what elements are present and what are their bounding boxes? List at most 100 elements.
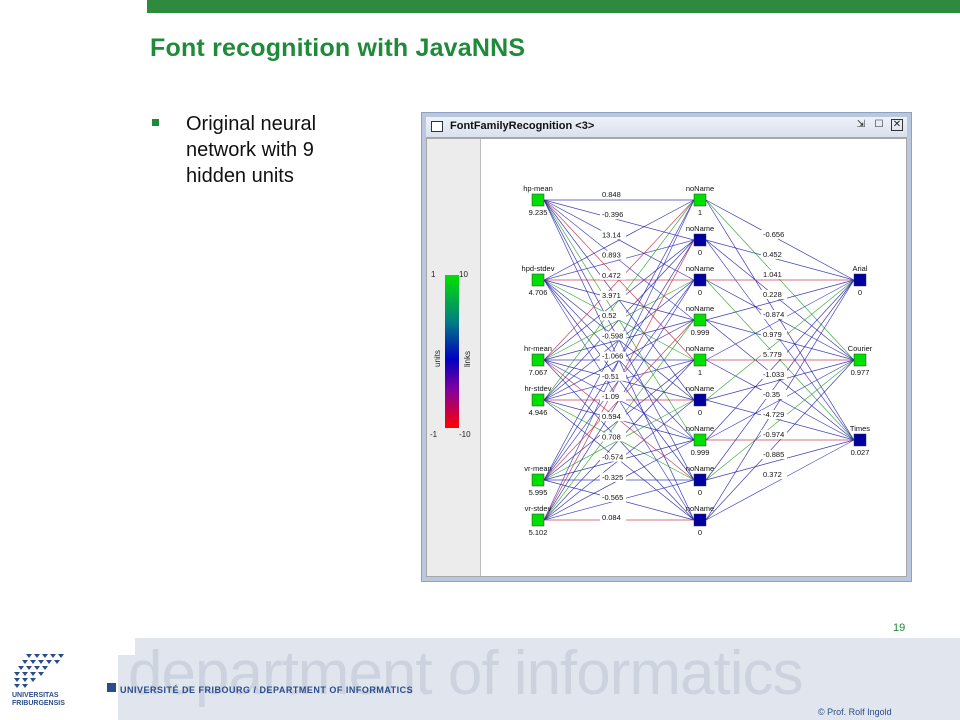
weight-label-hidden-output: -0.656 — [763, 230, 784, 239]
weight-label-bg — [761, 230, 787, 239]
weight-label-input-hidden: 0.084 — [602, 513, 621, 522]
hidden-value: 0.999 — [691, 448, 710, 457]
hidden-name: noName — [686, 424, 714, 433]
hidden-node — [693, 313, 707, 327]
input-node — [531, 353, 545, 367]
window-title: FontFamilyRecognition <3> — [450, 120, 595, 132]
units-max: 1 — [431, 270, 436, 279]
weight-label-bg — [600, 452, 626, 462]
weight-label-input-hidden: 0.848 — [602, 190, 621, 199]
hidden-node — [693, 473, 707, 487]
weight-label-bg — [600, 432, 626, 442]
hidden-name: noName — [686, 384, 714, 393]
weight-label-bg — [761, 330, 787, 339]
input-value: 7.067 — [529, 368, 548, 377]
output-node — [853, 273, 867, 287]
minimize-icon[interactable]: ⇲ — [856, 119, 866, 130]
weight-label-bg — [600, 371, 626, 381]
input-name: hpd-stdev — [522, 264, 555, 273]
page-number: 19 — [893, 622, 906, 634]
hidden-name: noName — [686, 344, 714, 353]
input-value: 5.102 — [529, 528, 548, 537]
weight-label-hidden-output: 0.452 — [763, 250, 782, 259]
weight-label-bg — [600, 472, 626, 482]
link-input-hidden — [543, 199, 695, 281]
maximize-icon[interactable]: ☐ — [874, 119, 884, 130]
weight-label-bg — [761, 250, 787, 259]
weight-label-input-hidden: -0.574 — [602, 453, 623, 462]
bullet-text: Original neural network with 9 hidden un… — [186, 113, 317, 187]
link-hidden-output — [705, 279, 855, 321]
weight-label-bg — [600, 331, 626, 341]
weight-label-bg — [600, 311, 626, 321]
hidden-name: noName — [686, 504, 714, 513]
footer-band-step — [118, 655, 138, 720]
color-scale — [445, 275, 459, 428]
input-node — [531, 273, 545, 287]
hidden-name: noName — [686, 264, 714, 273]
weight-label-input-hidden: 0.594 — [602, 412, 621, 421]
hidden-value: 0 — [698, 248, 702, 257]
weight-label-bg — [761, 350, 787, 359]
links-label: links — [463, 350, 472, 367]
weight-label-bg — [761, 270, 787, 279]
weight-label-hidden-output: -0.974 — [763, 430, 784, 439]
weight-label-input-hidden: -0.565 — [602, 493, 623, 502]
input-value: 4.706 — [529, 288, 548, 297]
output-value: 0.027 — [851, 448, 870, 457]
input-node — [531, 473, 545, 487]
weight-label-hidden-output: -1.033 — [763, 370, 784, 379]
hidden-value: 0 — [698, 488, 702, 497]
weight-label-bg — [600, 412, 626, 422]
hidden-node — [693, 433, 707, 447]
weight-label-bg — [761, 390, 787, 399]
weight-label-bg — [761, 450, 787, 459]
weight-label-input-hidden: -0.51 — [602, 372, 619, 381]
weight-label-input-hidden: -1.066 — [602, 352, 623, 361]
weight-label-bg — [761, 410, 787, 419]
link-hidden-output — [705, 359, 855, 481]
weight-label-input-hidden: 3.971 — [602, 291, 621, 300]
weight-label-input-hidden: 0.472 — [602, 271, 621, 280]
weight-label-bg — [600, 392, 626, 401]
weight-label-bg — [600, 351, 626, 361]
page-title: Font recognition with JavaNNS — [150, 34, 526, 62]
department-watermark: department of informatics — [128, 639, 804, 708]
link-hidden-output — [705, 279, 855, 481]
output-node — [853, 353, 867, 367]
weight-label-bg — [600, 210, 626, 220]
bullet-marker — [152, 119, 159, 126]
hidden-value: 0.999 — [691, 328, 710, 337]
weight-label-hidden-output: 0.979 — [763, 330, 782, 339]
input-node — [531, 193, 545, 207]
link-hidden-output — [705, 199, 855, 281]
hidden-node — [693, 273, 707, 287]
output-name: Times — [850, 424, 870, 433]
hidden-node — [693, 193, 707, 207]
close-icon[interactable]: ✕ — [891, 119, 903, 131]
input-node — [531, 513, 545, 527]
weight-label-hidden-output: -0.874 — [763, 310, 784, 319]
input-value: 4.946 — [529, 408, 548, 417]
weight-label-hidden-output: 1.041 — [763, 270, 782, 279]
units-min: -1 — [430, 430, 438, 439]
input-value: 9.235 — [529, 208, 548, 217]
weight-label-hidden-output: 5.779 — [763, 350, 782, 359]
copyright: © Prof. Rolf Ingold — [818, 707, 892, 717]
window-titlebar[interactable]: FontFamilyRecognition <3> ⇲ ☐ ✕ — [426, 117, 907, 138]
link-input-hidden — [543, 199, 695, 361]
hidden-value: 0 — [698, 528, 702, 537]
input-name: hp-mean — [523, 184, 553, 193]
javanns-window: FontFamilyRecognition <3> ⇲ ☐ ✕ 1 1 0 uni… — [421, 112, 912, 582]
output-value: 0 — [858, 288, 862, 297]
input-name: hr-mean — [524, 344, 552, 353]
weight-label-hidden-output: 0.228 — [763, 290, 782, 299]
hidden-value: 1 — [698, 368, 702, 377]
input-value: 5.995 — [529, 488, 548, 497]
hidden-name: noName — [686, 184, 714, 193]
weight-label-bg — [761, 470, 787, 479]
links-min: -10 — [459, 430, 471, 439]
top-accent-bar — [147, 0, 960, 13]
weight-label-bg — [600, 493, 626, 502]
units-label: units — [433, 350, 442, 367]
